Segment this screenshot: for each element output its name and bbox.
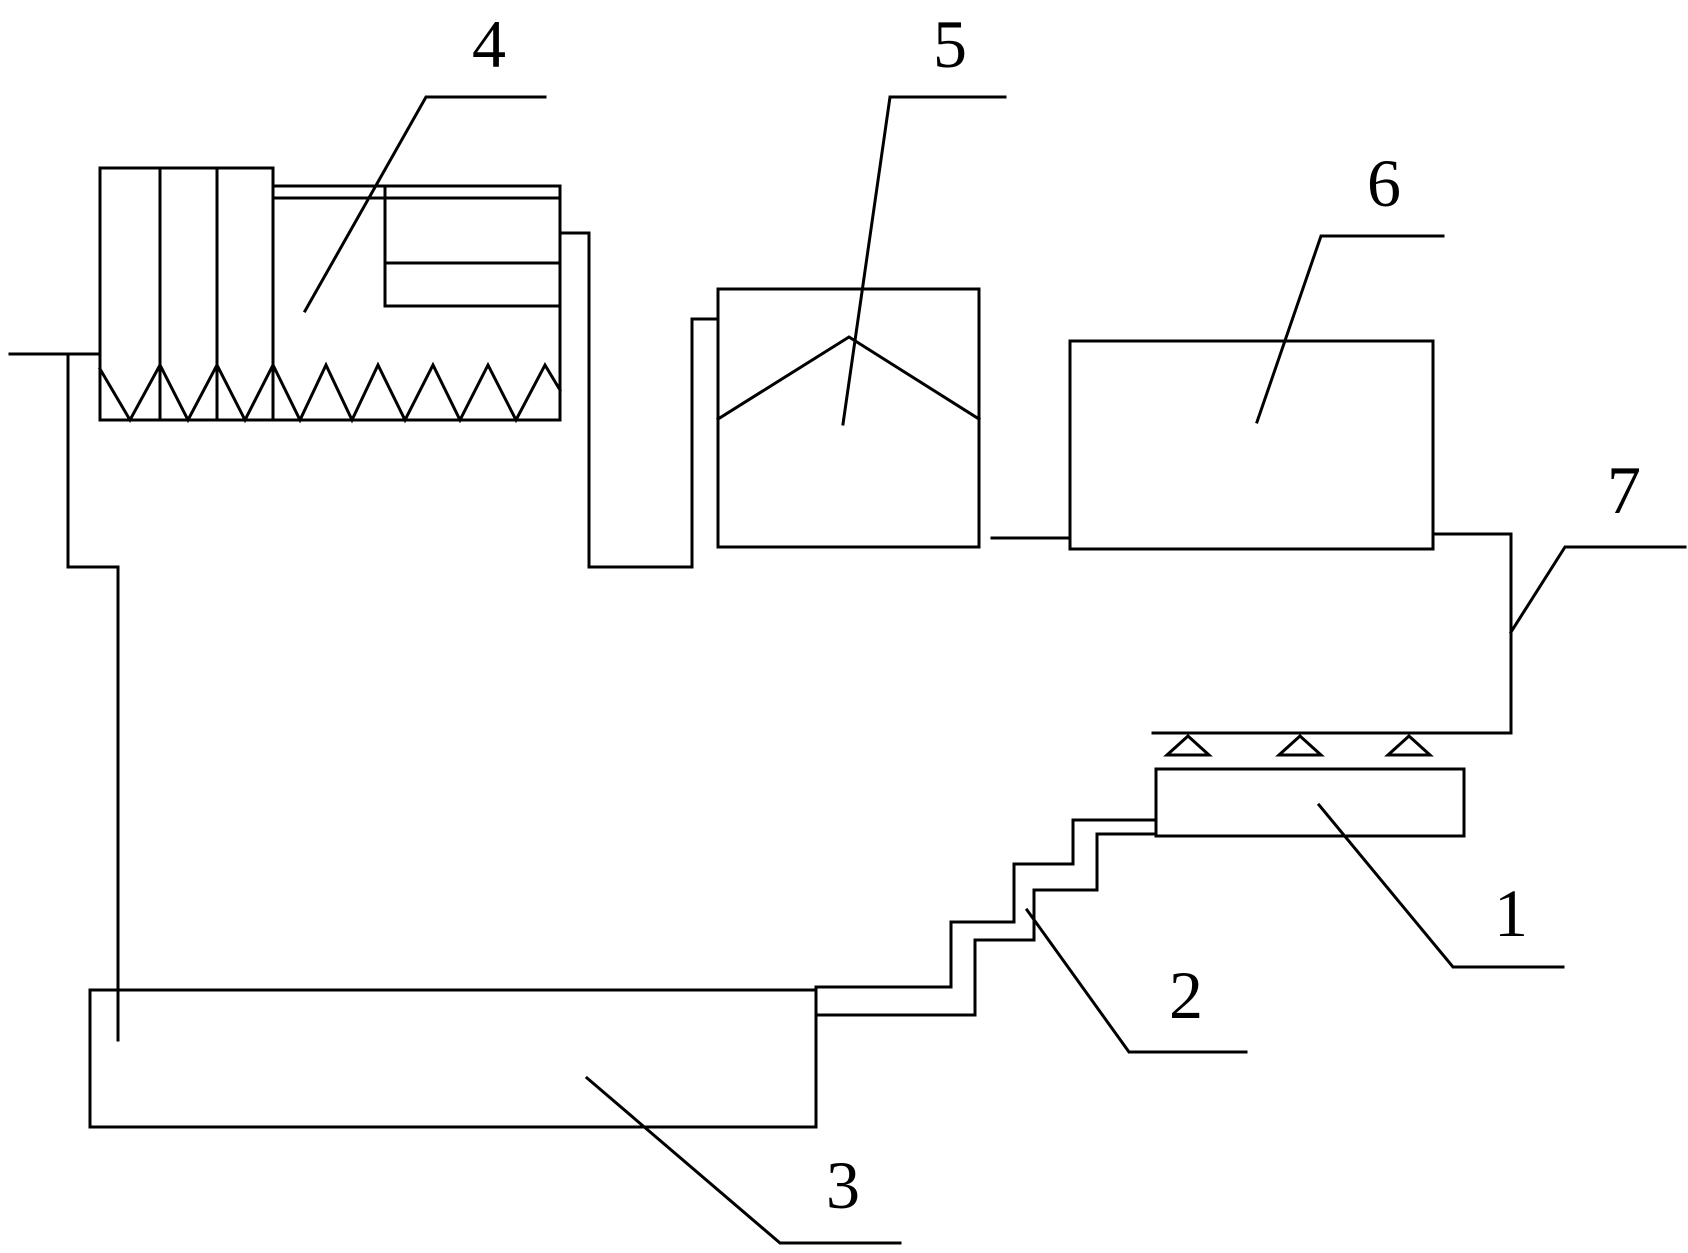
unit-6-box <box>1068 339 1435 551</box>
nozzle-icon <box>1384 733 1434 757</box>
label-5: 5 <box>933 6 967 82</box>
unit-4-tank <box>97 166 563 424</box>
label-4: 4 <box>472 6 506 82</box>
nozzle-icon <box>1275 733 1325 757</box>
label-2: 2 <box>1169 957 1203 1033</box>
unit-1-box <box>1154 767 1466 838</box>
unit-3-tank <box>88 988 818 1129</box>
pipe-network <box>8 231 1513 1042</box>
label-7: 7 <box>1607 452 1641 528</box>
unit-5-box <box>715 287 982 549</box>
label-3: 3 <box>826 1147 860 1223</box>
label-1: 1 <box>1494 875 1528 951</box>
nozzle-icon <box>1163 733 1213 757</box>
spray-nozzles <box>1163 733 1434 757</box>
label-6: 6 <box>1367 145 1401 221</box>
leader-lines <box>302 95 1687 1245</box>
unit-2-stepped-pipe <box>814 818 1158 1017</box>
